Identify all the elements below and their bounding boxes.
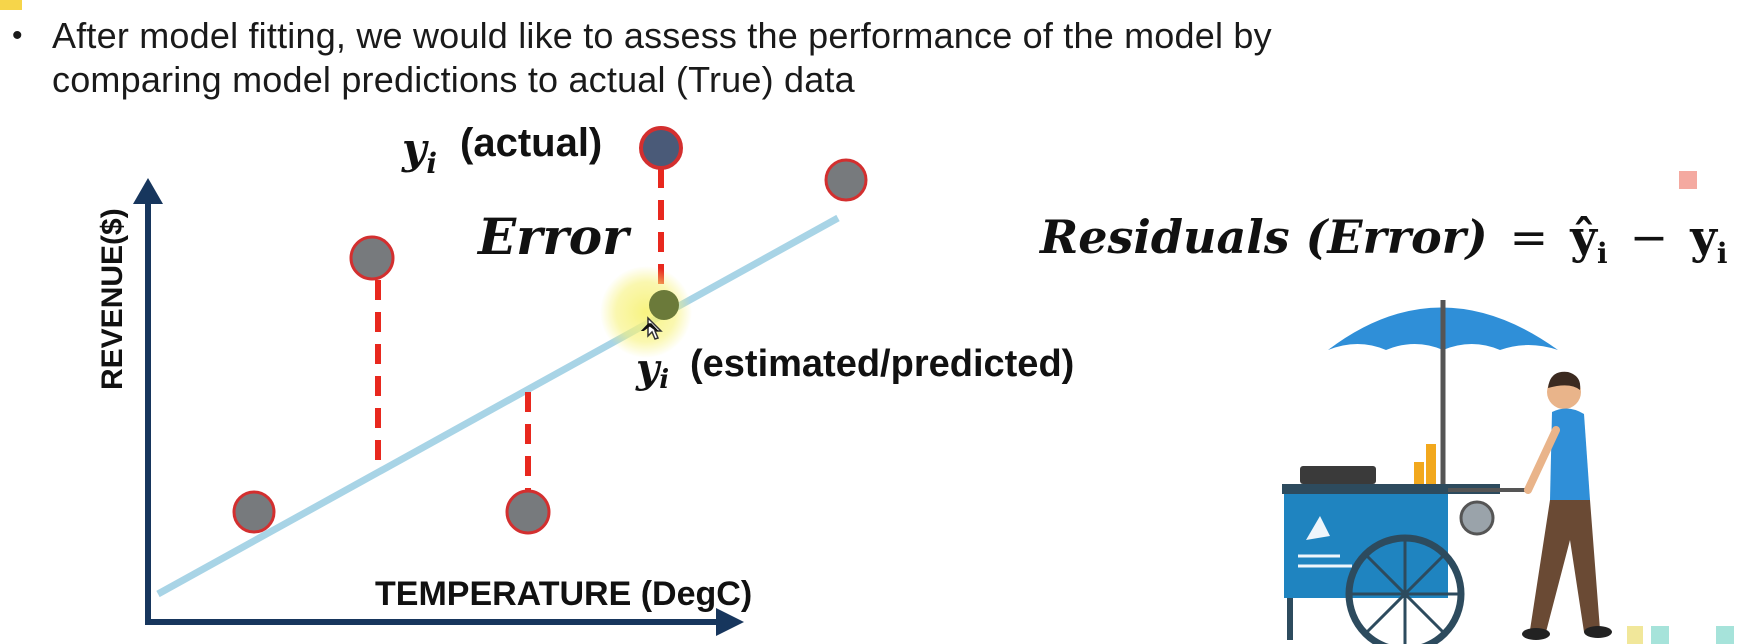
formula-error-word: (Error) bbox=[1305, 210, 1488, 264]
predicted-symbol: y bbox=[635, 345, 662, 392]
error-label: Error bbox=[476, 207, 632, 266]
decor-square bbox=[1627, 626, 1643, 644]
predicted-symbol-group: yi bbox=[635, 345, 669, 395]
formula-y: y bbox=[1690, 210, 1717, 264]
decor-square bbox=[1716, 626, 1734, 644]
regression-line bbox=[156, 214, 840, 598]
formula-sub-2: i bbox=[1716, 237, 1728, 271]
formula-sub-1: i bbox=[1596, 237, 1608, 271]
x-axis-label: TEMPERATURE (DegC) bbox=[375, 575, 752, 613]
predicted-text: (estimated/predicted) bbox=[690, 343, 1074, 385]
formula-y-hat: ŷ bbox=[1570, 210, 1597, 264]
vendor-legs bbox=[1530, 500, 1600, 632]
vendor-arm bbox=[1524, 426, 1560, 494]
actual-label: yi bbox=[401, 124, 437, 180]
decor-square bbox=[1679, 171, 1697, 189]
bullet-symbol: • bbox=[12, 19, 23, 52]
mouse-cursor-icon bbox=[647, 316, 663, 340]
residuals-formula: Residuals (Error) = ŷi − yi bbox=[1040, 210, 1728, 270]
formula-equals: = bbox=[1509, 210, 1549, 264]
data-point bbox=[349, 235, 395, 281]
cart-body bbox=[1284, 494, 1448, 598]
cart-wheel-small bbox=[1459, 500, 1495, 536]
y-axis-label: REVENUE($) bbox=[96, 208, 129, 390]
predicted-hat-icon: ^ bbox=[638, 318, 661, 351]
vendor-shirt bbox=[1550, 408, 1590, 500]
x-axis-arrow-icon bbox=[716, 608, 744, 636]
bullet-point: • After model fitting, we would like to … bbox=[8, 14, 1708, 102]
data-point-predicted bbox=[649, 290, 679, 320]
data-point bbox=[232, 490, 276, 534]
wheel-spoke bbox=[1363, 552, 1447, 636]
ice-cream-icon bbox=[1306, 516, 1330, 540]
vendor-shoe bbox=[1584, 626, 1612, 638]
data-point bbox=[505, 489, 551, 535]
cup-icon bbox=[1414, 462, 1424, 484]
actual-text: (actual) bbox=[460, 121, 602, 165]
bullet-line-2: comparing model predictions to actual (T… bbox=[52, 59, 855, 100]
y-axis-arrow-icon bbox=[133, 178, 163, 204]
formula-residuals-word: Residuals bbox=[1040, 210, 1290, 264]
cursor-highlight bbox=[600, 266, 692, 358]
data-point-actual bbox=[639, 126, 683, 170]
bullet-line-1: After model fitting, we would like to as… bbox=[52, 15, 1272, 56]
vendor-shoe bbox=[1522, 628, 1550, 640]
predicted-subscript: i bbox=[659, 365, 669, 395]
data-point bbox=[824, 158, 868, 202]
cart-lid bbox=[1300, 466, 1376, 484]
cup-icon bbox=[1426, 444, 1436, 484]
bullet-text: After model fitting, we would like to as… bbox=[52, 14, 1272, 102]
actual-symbol: y bbox=[401, 124, 429, 173]
cart-top bbox=[1282, 484, 1500, 494]
formula-minus: − bbox=[1629, 210, 1669, 264]
corner-accent bbox=[0, 0, 22, 10]
vendor-hair bbox=[1548, 371, 1581, 390]
ice-cream-vendor-illustration bbox=[1282, 300, 1612, 644]
decor-square bbox=[1651, 626, 1669, 644]
actual-subscript: i bbox=[426, 147, 437, 180]
